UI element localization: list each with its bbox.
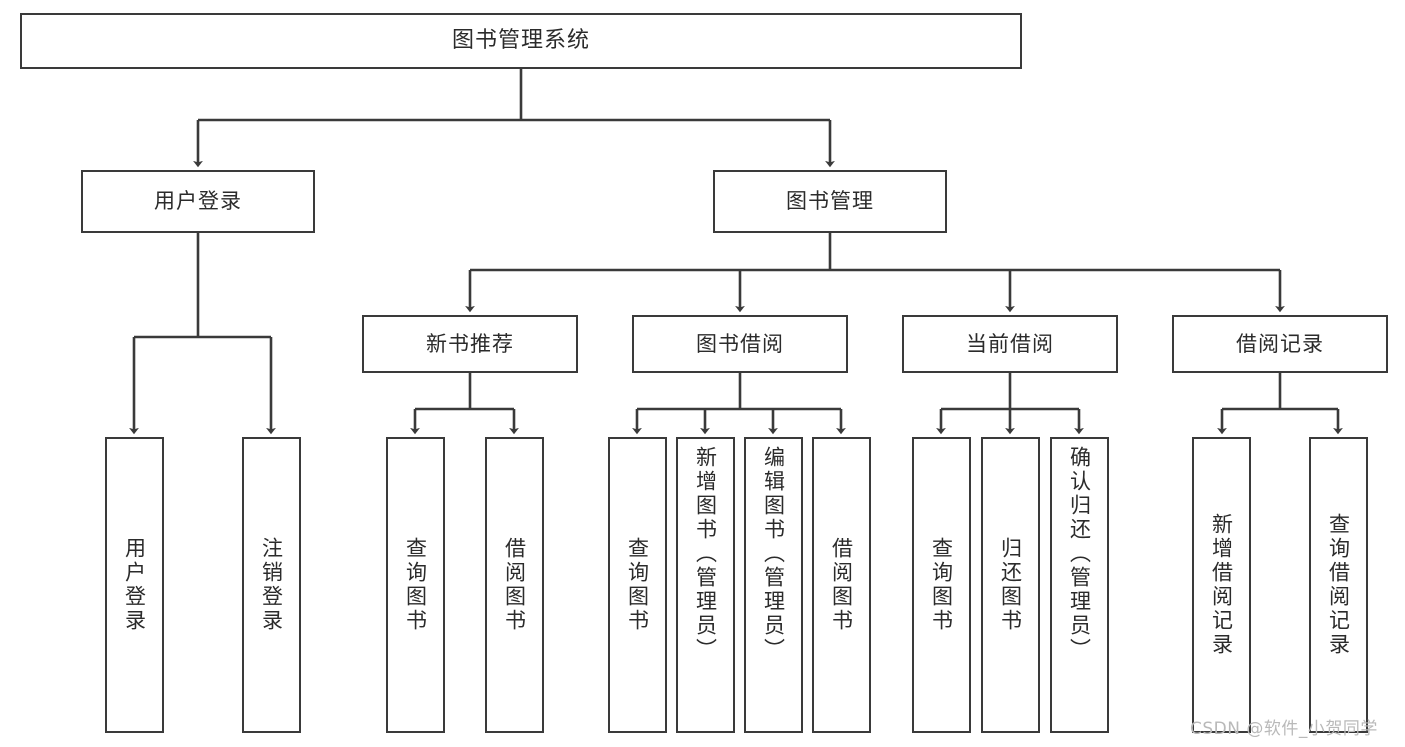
node-leaf-book-borrow-add[interactable]: 新增图书（管理员）	[676, 437, 735, 733]
node-label: 新增图书（管理员）	[693, 446, 718, 662]
node-label: 图书管理系统	[451, 28, 590, 54]
node-label: 图书借阅	[696, 331, 784, 356]
node-label: 新增借阅记录	[1209, 513, 1234, 657]
node-label: 借阅记录	[1236, 331, 1324, 356]
node-label: 查询图书	[625, 537, 650, 633]
node-leaf-borrow-record-query[interactable]: 查询借阅记录	[1309, 437, 1368, 733]
node-label: 查询借阅记录	[1326, 513, 1351, 657]
csdn-watermark: CSDN @软件_小贺同学	[1190, 719, 1378, 739]
node-label: 确认归还（管理员）	[1067, 446, 1092, 662]
node-label: 当前借阅	[966, 331, 1054, 356]
node-label: 借阅图书	[829, 537, 854, 633]
node-user-login[interactable]: 用户登录	[81, 170, 315, 233]
node-leaf-new-book-query[interactable]: 查询图书	[386, 437, 445, 733]
node-label: 注销登录	[259, 537, 284, 633]
node-leaf-book-borrow-edit[interactable]: 编辑图书（管理员）	[744, 437, 803, 733]
node-borrow-record[interactable]: 借阅记录	[1172, 315, 1388, 373]
node-label: 查询图书	[929, 537, 954, 633]
node-label: 用户登录	[122, 537, 147, 633]
node-label: 借阅图书	[502, 537, 527, 633]
node-leaf-current-borrow-confirm-return[interactable]: 确认归还（管理员）	[1050, 437, 1109, 733]
node-leaf-user-login-signout[interactable]: 注销登录	[242, 437, 301, 733]
node-label: 查询图书	[403, 537, 428, 633]
node-leaf-user-login-signin[interactable]: 用户登录	[105, 437, 164, 733]
node-book-borrow[interactable]: 图书借阅	[632, 315, 848, 373]
node-leaf-borrow-record-add[interactable]: 新增借阅记录	[1192, 437, 1251, 733]
node-label: 归还图书	[998, 537, 1023, 633]
node-label: 用户登录	[154, 189, 242, 214]
node-label: 编辑图书（管理员）	[761, 446, 786, 662]
node-leaf-new-book-borrow[interactable]: 借阅图书	[485, 437, 544, 733]
node-leaf-current-borrow-query[interactable]: 查询图书	[912, 437, 971, 733]
node-leaf-current-borrow-return[interactable]: 归还图书	[981, 437, 1040, 733]
node-current-borrow[interactable]: 当前借阅	[902, 315, 1118, 373]
node-book-management[interactable]: 图书管理	[713, 170, 947, 233]
node-leaf-book-borrow-query[interactable]: 查询图书	[608, 437, 667, 733]
node-root-book-management-system[interactable]: 图书管理系统	[20, 13, 1022, 69]
node-label: 图书管理	[786, 189, 874, 214]
node-leaf-book-borrow-lend[interactable]: 借阅图书	[812, 437, 871, 733]
node-new-book-recommend[interactable]: 新书推荐	[362, 315, 578, 373]
node-label: 新书推荐	[426, 331, 514, 356]
